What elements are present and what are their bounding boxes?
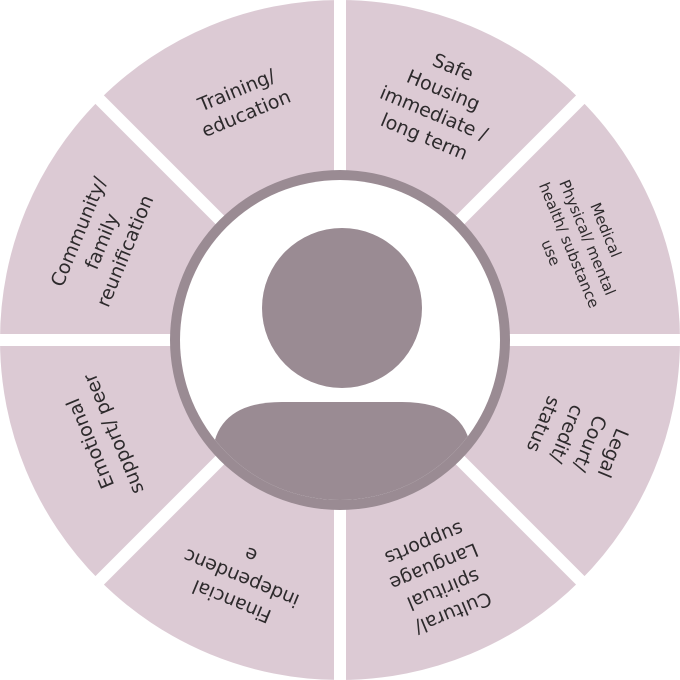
person-avatar-icon [212,228,472,500]
avatar-head [262,228,422,388]
avatar-body [212,402,472,500]
